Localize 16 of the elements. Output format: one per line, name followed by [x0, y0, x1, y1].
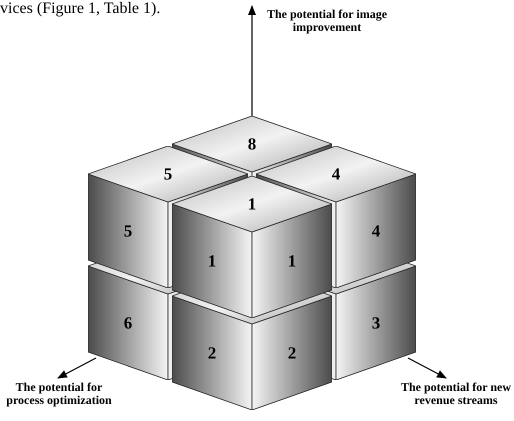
- face-number: 5: [124, 222, 132, 240]
- axis-label: The potential for image improvement: [266, 8, 388, 34]
- face-number: 1: [288, 252, 296, 270]
- face-number: 6: [124, 314, 132, 332]
- face-number: 3: [372, 314, 380, 332]
- face-number: 1: [208, 252, 216, 270]
- face-number: 4: [332, 166, 340, 182]
- face-number: 2: [208, 344, 216, 362]
- face-number: 5: [164, 166, 172, 182]
- face-number: 2: [288, 344, 296, 362]
- axis-label: The potential for process optimization: [5, 381, 113, 407]
- axis-label: The potential for new revenue streams: [400, 381, 512, 407]
- face-number: 1: [248, 196, 256, 212]
- face-number: 8: [248, 136, 256, 152]
- body-text: vices (Figure 1, Table 1).: [0, 0, 160, 18]
- face-number: 4: [372, 222, 380, 240]
